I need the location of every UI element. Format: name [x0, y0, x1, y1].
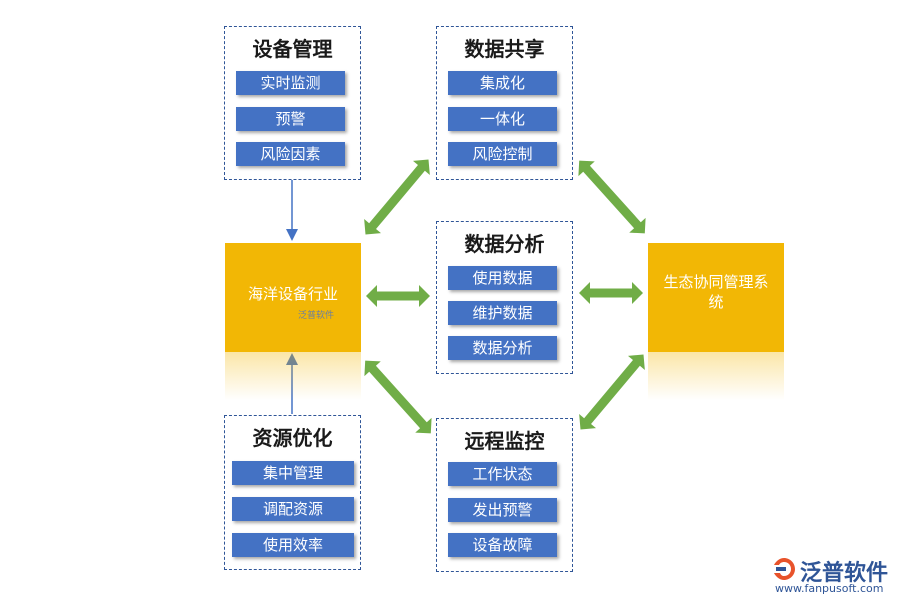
double-arrow-sharing-system	[578, 160, 646, 234]
watermark-logo-text: 泛普软件	[800, 561, 889, 586]
double-arrow-industry-remote	[364, 360, 432, 434]
item-equipment-fault: 设备故障	[448, 533, 557, 557]
item-data-analysis: 数据分析	[448, 336, 557, 360]
item-integration: 集成化	[448, 71, 557, 95]
item-real-time-monitoring: 实时监测	[236, 71, 345, 95]
double-arrow-industry-analysis	[366, 285, 430, 307]
double-arrow-remote-system	[579, 354, 645, 430]
panel-data-analysis: 数据分析 使用数据 维护数据 数据分析	[436, 221, 573, 374]
hub-reflection-right	[648, 352, 784, 400]
item-risk-control: 风险控制	[448, 142, 557, 166]
panel-resource-optimization: 资源优化 集中管理 调配资源 使用效率	[224, 415, 361, 570]
double-arrow-analysis-system	[579, 282, 643, 304]
item-maintenance-data: 维护数据	[448, 301, 557, 325]
hub-label: 海洋设备行业	[247, 285, 338, 303]
item-allocate-resources: 调配资源	[232, 497, 354, 521]
panel-device-management: 设备管理 实时监测 预警 风险因素	[224, 26, 361, 180]
panel-title: 数据分析	[464, 232, 545, 256]
hub-label: 生态协同管理系统	[663, 272, 769, 311]
double-arrow-industry-sharing	[364, 159, 430, 235]
panel-title: 资源优化	[252, 426, 333, 450]
item-early-warning: 预警	[236, 107, 345, 131]
item-unification: 一体化	[448, 107, 557, 131]
watermark-mini: 泛普软件	[298, 308, 334, 321]
panel-title: 数据共享	[464, 37, 545, 61]
item-centralized-management: 集中管理	[232, 461, 354, 485]
hub-marine-equipment-industry: 海洋设备行业	[225, 243, 361, 352]
item-working-status: 工作状态	[448, 462, 557, 486]
panel-title: 设备管理	[252, 37, 333, 61]
item-usage-efficiency: 使用效率	[232, 533, 354, 557]
panel-data-sharing: 数据共享 集成化 一体化 风险控制	[436, 26, 573, 180]
item-usage-data: 使用数据	[448, 266, 557, 290]
fanpu-logo-icon	[774, 558, 795, 580]
watermark-url: www.fanpusoft.com	[775, 582, 884, 595]
panel-title: 远程监控	[464, 429, 545, 453]
item-issue-warning: 发出预警	[448, 498, 557, 522]
hub-reflection-left	[225, 352, 361, 400]
item-risk-factors: 风险因素	[236, 142, 345, 166]
watermark-mini-text: 泛普软件	[298, 311, 335, 321]
panel-remote-monitoring: 远程监控 工作状态 发出预警 设备故障	[436, 418, 573, 572]
hub-eco-collaborative-system: 生态协同管理系统	[648, 243, 784, 352]
